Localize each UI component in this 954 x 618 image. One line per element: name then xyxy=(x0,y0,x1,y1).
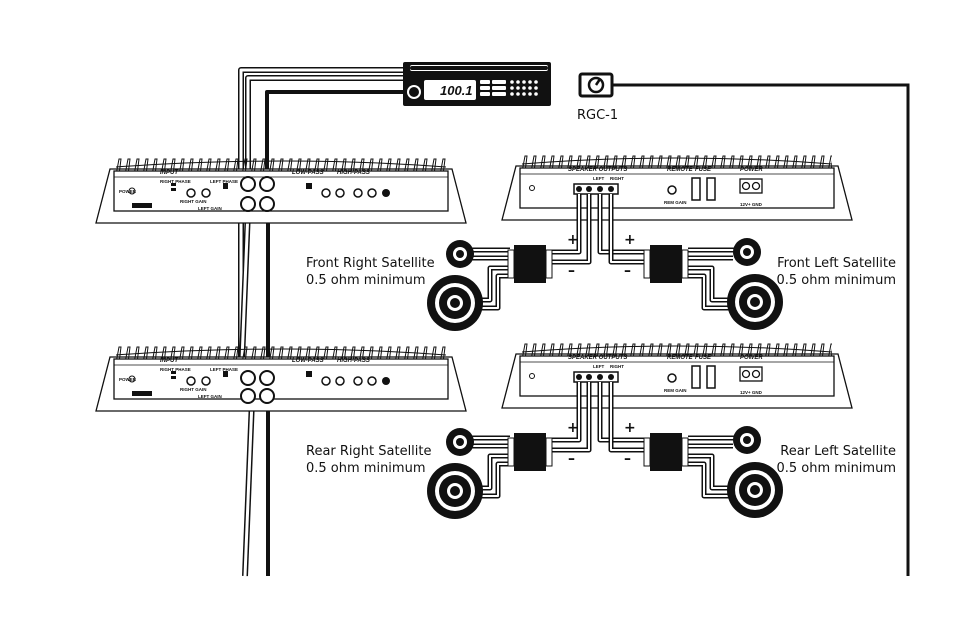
rear-left-spec: 0.5 ohm minimum xyxy=(777,461,897,476)
front-right-spec: 0.5 ohm minimum xyxy=(306,273,426,288)
amp-rear-output-panel: SPEAKER OUTPUTS LEFT RIGHT REMOTE FUSE P… xyxy=(501,339,853,409)
front-right-minus: – xyxy=(568,263,575,279)
front-right-crossover xyxy=(507,244,553,284)
rear-right-label: Rear Right Satellite 0.5 ohm minimum xyxy=(306,444,432,476)
rear-right-name: Rear Right Satellite xyxy=(306,444,432,459)
amp1-terminals: 12V+ GND xyxy=(740,202,763,207)
front-left-plus: + xyxy=(624,232,636,248)
amp1-right-phase: RIGHT PHASE xyxy=(160,179,191,184)
amp1-power-out: POWER xyxy=(740,167,763,173)
amp2-high-pass: HIGH-PASS xyxy=(337,358,370,364)
rear-speaker-wires xyxy=(470,382,735,499)
amp-rear-input-panel: INPUT POWER RIGHT PHASE LEFT PHASE RIGHT… xyxy=(95,342,467,412)
amp1-left-phase: LEFT PHASE xyxy=(210,179,238,184)
rear-left-crossover xyxy=(643,432,689,472)
amp1-input-label: INPUT xyxy=(160,170,179,176)
rear-left-speakers xyxy=(727,426,783,518)
polarity-marks: + – + – + – + – xyxy=(567,232,636,467)
front-left-minus: – xyxy=(624,263,631,279)
front-speaker-wires xyxy=(470,194,735,311)
amp2-left: LEFT xyxy=(593,364,604,369)
front-left-name: Front Left Satellite xyxy=(777,256,896,271)
amp-front-output-panel: SPEAKER OUTPUTS LEFT RIGHT REMOTE FUSE P… xyxy=(501,151,853,221)
amp1-right-gain: RIGHT GAIN xyxy=(180,199,207,204)
rear-right-crossover xyxy=(507,432,553,472)
head-unit: 100.1 xyxy=(403,62,551,106)
amp1-rca-jacks xyxy=(240,176,275,212)
amp2-terminals: 12V+ GND xyxy=(740,390,763,395)
amp2-power-label: POWER xyxy=(119,377,137,382)
rca-cables xyxy=(238,67,403,577)
rear-right-spec: 0.5 ohm minimum xyxy=(306,461,426,476)
amp2-rca-jacks xyxy=(240,370,275,404)
front-right-speakers xyxy=(427,240,483,331)
amp2-right: RIGHT xyxy=(610,364,624,369)
amp2-fuse: FUSE xyxy=(695,355,712,361)
amp1-power-label: POWER xyxy=(119,189,137,194)
rear-right-minus: – xyxy=(568,451,575,467)
front-right-name: Front Right Satellite xyxy=(306,256,435,271)
amp1-speaker-outputs: SPEAKER OUTPUTS xyxy=(568,167,627,173)
amp2-input-label: INPUT xyxy=(160,358,179,364)
amp1-remote: REMOTE xyxy=(667,167,694,173)
rgc-remote: RGC-1 xyxy=(577,72,618,123)
amp1-low-pass: LOW-PASS xyxy=(292,170,324,176)
front-right-plus: + xyxy=(567,232,579,248)
amp2-remote: REMOTE xyxy=(667,355,694,361)
amp2-rem-gain: REM GAIN xyxy=(664,388,687,393)
amp1-right: RIGHT xyxy=(610,176,624,181)
front-left-speakers xyxy=(727,238,783,330)
amp2-speaker-terminals xyxy=(573,371,619,383)
amp2-right-phase: RIGHT PHASE xyxy=(160,367,191,372)
rear-left-name: Rear Left Satellite xyxy=(780,444,896,459)
amp2-left-gain: LEFT GAIN xyxy=(198,394,222,399)
amp-front-input-panel: INPUT POWER RIGHT PHASE LEFT PHASE RIGHT… xyxy=(95,154,467,224)
amp1-left-gain: LEFT GAIN xyxy=(198,206,222,211)
rgc-cable xyxy=(612,83,910,576)
amp1-rem-gain: REM GAIN xyxy=(664,200,687,205)
amp2-speaker-outputs: SPEAKER OUTPUTS xyxy=(568,355,627,361)
rear-left-minus: – xyxy=(624,451,631,467)
amp2-right-gain: RIGHT GAIN xyxy=(180,387,207,392)
front-left-crossover xyxy=(643,244,689,284)
head-unit-display: 100.1 xyxy=(440,83,473,98)
rear-right-speakers xyxy=(427,428,483,519)
amp2-left-phase: LEFT PHASE xyxy=(210,367,238,372)
front-left-label: Front Left Satellite 0.5 ohm minimum xyxy=(777,256,897,288)
amp1-speaker-terminals xyxy=(573,183,619,195)
rear-left-label: Rear Left Satellite 0.5 ohm minimum xyxy=(777,444,897,476)
amp2-low-pass: LOW-PASS xyxy=(292,358,324,364)
front-right-label: Front Right Satellite 0.5 ohm minimum xyxy=(306,256,435,288)
rgc-label: RGC-1 xyxy=(577,108,618,123)
amp2-power-out: POWER xyxy=(740,355,763,361)
amp1-fuse: FUSE xyxy=(695,167,712,173)
rear-left-plus: + xyxy=(624,420,636,436)
rear-right-plus: + xyxy=(567,420,579,436)
amp1-left: LEFT xyxy=(593,176,604,181)
front-left-spec: 0.5 ohm minimum xyxy=(777,273,897,288)
amp1-high-pass: HIGH-PASS xyxy=(337,170,370,176)
